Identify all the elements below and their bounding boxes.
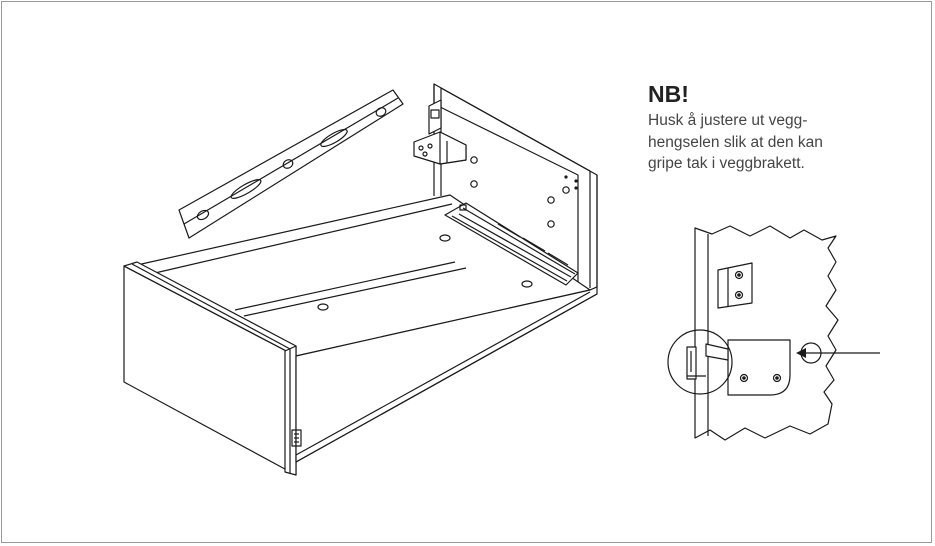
detail-circle-icon [667, 329, 733, 395]
drawer-runner [444, 202, 579, 286]
arrow-left-icon [796, 342, 880, 364]
note-title: NB! [648, 81, 689, 107]
detail-top-bracket [717, 262, 753, 309]
cabinet-base-edge [291, 286, 598, 463]
spirit-level [178, 89, 404, 239]
note-body: Husk å justere ut vegg- hengselen slik a… [648, 112, 823, 172]
wall-hinge [413, 99, 467, 165]
note-callout: NB! Husk å justere ut vegg- hengselen sl… [648, 80, 918, 175]
front-panel [123, 261, 297, 476]
detail-wall-panel [694, 225, 839, 441]
detail-hinge-plate [705, 339, 791, 396]
